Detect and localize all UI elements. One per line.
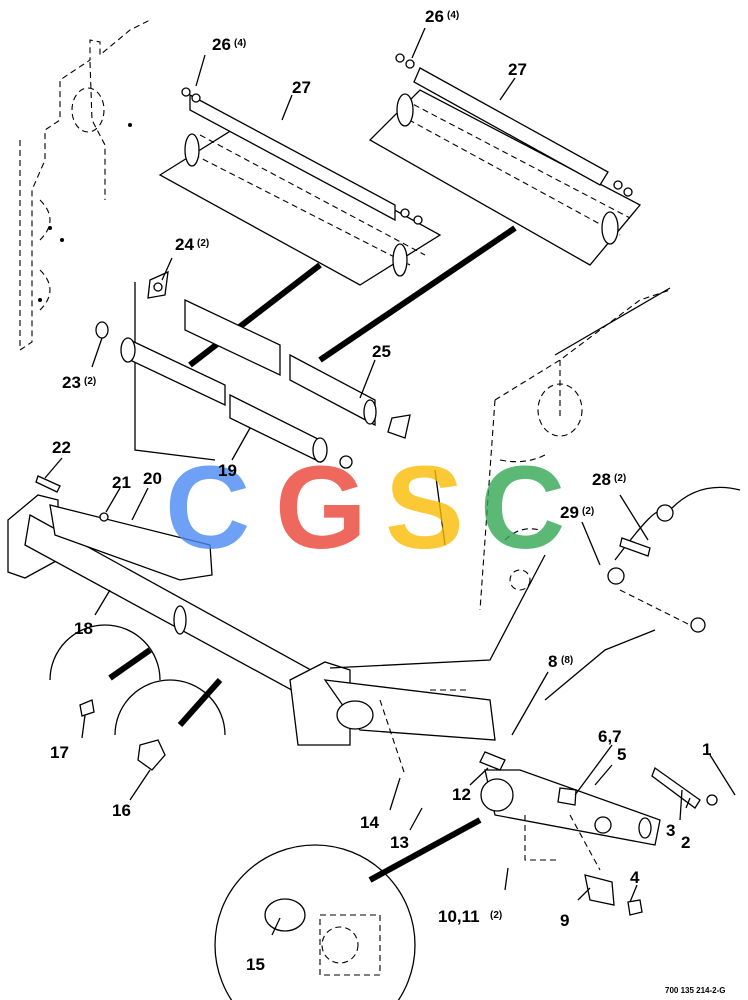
detail-view-16 (114, 678, 226, 771)
callout-20: 20 (143, 469, 162, 488)
svg-text:25: 25 (372, 342, 391, 361)
upper-roller-assembly-left (158, 87, 442, 286)
svg-text:10,11: 10,11 (438, 907, 480, 926)
callout-28: 28(2) (592, 470, 626, 489)
callout-1: 1 (702, 740, 711, 759)
leader-bar (318, 225, 517, 363)
callout-2: 2 (681, 833, 690, 852)
callout-18: 18 (74, 619, 93, 638)
svg-text:(2): (2) (614, 473, 626, 484)
callout-21: 21 (112, 473, 131, 492)
svg-text:(2): (2) (197, 238, 209, 249)
svg-text:3: 3 (666, 821, 675, 840)
svg-text:(4): (4) (447, 10, 459, 21)
svg-text:27: 27 (508, 60, 527, 79)
svg-text:17: 17 (50, 743, 69, 762)
svg-text:2: 2 (681, 833, 690, 852)
svg-text:20: 20 (143, 469, 162, 488)
svg-text:(8): (8) (561, 655, 573, 666)
callout-24: 24(2) (175, 235, 209, 254)
callout-13: 13 (390, 833, 409, 852)
svg-text:(2): (2) (582, 506, 594, 517)
svg-text:22: 22 (52, 438, 71, 457)
svg-text:23: 23 (62, 373, 81, 392)
callout-27-left: 27 (292, 78, 311, 97)
svg-text:13: 13 (390, 833, 409, 852)
callout-14: 14 (360, 813, 379, 832)
callout-6-7: 6,7 (598, 727, 622, 746)
watermark-letter-4: C (480, 442, 565, 574)
callout-9: 9 (560, 911, 569, 930)
drawing-code: 700 135 214-2-G (665, 986, 726, 995)
leader-bar (188, 262, 322, 368)
detail-view-17 (49, 624, 161, 717)
svg-text:24: 24 (175, 235, 194, 254)
callout-22: 22 (52, 438, 71, 457)
callout-25: 25 (372, 342, 391, 361)
svg-text:4: 4 (630, 868, 640, 887)
svg-text:21: 21 (112, 473, 131, 492)
callout-17: 17 (50, 743, 69, 762)
left-frame-panel (19, 19, 151, 352)
callout-10-11: 10,11 (2) (438, 907, 502, 926)
callout-16: 16 (112, 801, 131, 820)
svg-text:(2): (2) (490, 910, 502, 921)
svg-text:27: 27 (292, 78, 311, 97)
svg-text:12: 12 (452, 785, 471, 804)
svg-text:28: 28 (592, 470, 611, 489)
svg-text:6,7: 6,7 (598, 727, 622, 746)
main-tube-assembly (7, 475, 546, 776)
callout-19: 19 (218, 461, 237, 480)
svg-text:16: 16 (112, 801, 131, 820)
svg-text:29: 29 (560, 503, 579, 522)
svg-text:18: 18 (74, 619, 93, 638)
watermark-letter-1: C (165, 442, 250, 574)
watermark-letter-3: S (385, 442, 464, 574)
callout-27-right: 27 (508, 60, 527, 79)
svg-text:26: 26 (212, 35, 231, 54)
svg-text:15: 15 (246, 955, 265, 974)
callout-15: 15 (246, 955, 265, 974)
svg-text:26: 26 (425, 7, 444, 26)
callout-4: 4 (630, 868, 640, 887)
svg-text:19: 19 (218, 461, 237, 480)
callout-12: 12 (452, 785, 471, 804)
callout-leaders (44, 27, 736, 936)
right-frame-panel (479, 287, 671, 611)
callout-8: 8 (8) (548, 652, 573, 671)
callout-26-top-left: 26(4) (212, 35, 246, 54)
callout-26-top-right: 26(4) (425, 7, 459, 26)
cgsc-watermark: C G S C (165, 442, 565, 574)
svg-text:5: 5 (617, 745, 626, 764)
callout-29: 29(2) (560, 503, 594, 522)
callout-3: 3 (666, 821, 675, 840)
callout-5: 5 (617, 745, 626, 764)
svg-text:14: 14 (360, 813, 379, 832)
svg-text:8: 8 (548, 652, 557, 671)
svg-text:1: 1 (702, 740, 711, 759)
watermark-letter-2: G (275, 442, 367, 574)
svg-text:(4): (4) (234, 38, 246, 49)
callout-23: 23(2) (62, 373, 96, 392)
roller-assembly-middle (95, 270, 446, 546)
svg-text:9: 9 (560, 911, 569, 930)
detail-view-15 (214, 817, 482, 1000)
svg-text:(2): (2) (84, 376, 96, 387)
arm-assembly-right (479, 486, 741, 916)
upper-roller-assembly-right (368, 53, 642, 266)
